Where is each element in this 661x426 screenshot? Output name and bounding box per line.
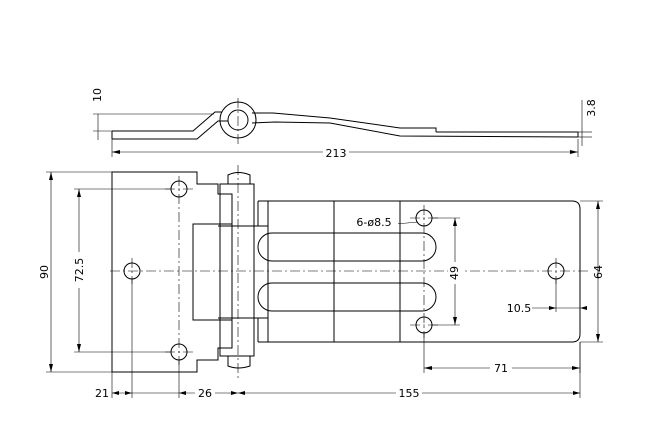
dim-155-label: 155	[399, 387, 420, 400]
dim-26-label: 26	[198, 387, 212, 400]
dim-72-5-label: 72.5	[73, 258, 86, 283]
dim-49-label: 49	[448, 266, 461, 280]
dim-10-label: 10	[91, 88, 104, 102]
lower-rib	[257, 282, 437, 312]
left-leaf	[111, 171, 233, 373]
dim-21-label: 21	[95, 387, 109, 400]
dim-90-label: 90	[38, 265, 51, 279]
upper-rib	[257, 232, 437, 262]
dim-213-label: 213	[326, 147, 347, 160]
dim-10-5-label: 10.5	[507, 302, 532, 315]
right-leaf	[267, 200, 581, 343]
holes-callout: 6-ø8.5	[356, 216, 391, 229]
dim-71-label: 71	[494, 362, 508, 375]
side-view: 10 3.8 213	[91, 88, 598, 160]
plan-view: 90 72.5 64 49 10.5	[38, 165, 605, 400]
dim-64-label: 64	[592, 265, 605, 279]
dim-3-8-label: 3.8	[585, 99, 598, 117]
